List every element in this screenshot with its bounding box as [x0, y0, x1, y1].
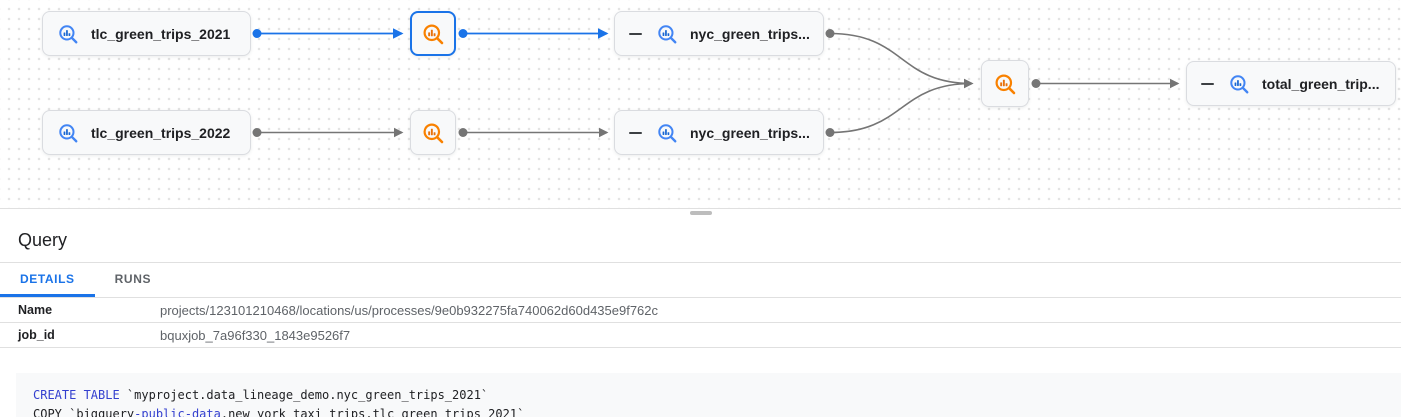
- collapse-minus-icon[interactable]: [629, 32, 642, 35]
- bigquery-table-icon: [656, 23, 678, 45]
- bigquery-table-icon: [57, 23, 79, 45]
- bigquery-process-icon: [993, 72, 1017, 96]
- row-value-name: projects/123101210468/locations/us/proce…: [160, 302, 659, 318]
- node-nyc-green-trips-2021[interactable]: nyc_green_trips...: [614, 11, 824, 56]
- row-label-job-id: job_id: [18, 328, 55, 342]
- collapse-minus-icon[interactable]: [1201, 82, 1214, 85]
- node-label: nyc_green_trips...: [690, 25, 809, 42]
- node-label: nyc_green_trips...: [690, 124, 809, 141]
- panel-resize-handle[interactable]: [689, 211, 712, 215]
- lineage-canvas[interactable]: tlc_green_trips_2021 tlc_green_trips_202…: [0, 0, 1401, 209]
- sql-line-1: CREATE TABLE `myproject.data_lineage_dem…: [33, 386, 1389, 405]
- row-value-job-id: bquxjob_7a96f330_1843e9526f7: [160, 327, 351, 343]
- bigquery-table-icon: [1228, 73, 1250, 95]
- row-label-name: Name: [18, 303, 53, 317]
- node-label: tlc_green_trips_2021: [91, 25, 231, 42]
- tab-bar: DETAILS RUNS: [0, 262, 1401, 298]
- sql-keyword: CREATE TABLE: [33, 388, 120, 402]
- process-node[interactable]: [410, 110, 456, 155]
- sql-code-block: CREATE TABLE `myproject.data_lineage_dem…: [16, 373, 1401, 417]
- table-row: Name projects/123101210468/locations/us/…: [0, 298, 1401, 323]
- tab-runs[interactable]: RUNS: [114, 271, 152, 286]
- node-label: total_green_trip...: [1262, 75, 1380, 92]
- sql-text: COPY `bigquery: [33, 407, 135, 417]
- sql-text: .new_york_taxi_trips.tlc_green_trips_202…: [220, 407, 525, 417]
- collapse-minus-icon[interactable]: [629, 131, 642, 134]
- lineage-edges: [252, 28, 1180, 138]
- node-nyc-green-trips-2022[interactable]: nyc_green_trips...: [614, 110, 824, 155]
- tab-details[interactable]: DETAILS: [0, 263, 95, 297]
- details-panel: Query DETAILS RUNS Name projects/1231012…: [0, 211, 1401, 417]
- panel-title: Query: [18, 230, 68, 250]
- sql-text: `myproject.data_lineage_demo.nyc_green_t…: [119, 388, 489, 402]
- bigquery-process-icon: [421, 121, 445, 145]
- sql-keyword: -public-data: [134, 407, 221, 417]
- node-label: tlc_green_trips_2022: [91, 124, 231, 141]
- bigquery-process-icon: [421, 22, 445, 46]
- node-tlc-green-trips-2021[interactable]: tlc_green_trips_2021: [42, 11, 251, 56]
- sql-line-2: COPY `bigquery-public-data.new_york_taxi…: [33, 405, 1389, 417]
- process-node-selected[interactable]: [410, 11, 456, 56]
- process-node-merge[interactable]: [981, 60, 1029, 107]
- node-total-green-trips[interactable]: total_green_trip...: [1186, 61, 1396, 106]
- bigquery-table-icon: [57, 122, 79, 144]
- bigquery-table-icon: [656, 122, 678, 144]
- node-tlc-green-trips-2022[interactable]: tlc_green_trips_2022: [42, 110, 251, 155]
- table-row: job_id bquxjob_7a96f330_1843e9526f7: [0, 323, 1401, 348]
